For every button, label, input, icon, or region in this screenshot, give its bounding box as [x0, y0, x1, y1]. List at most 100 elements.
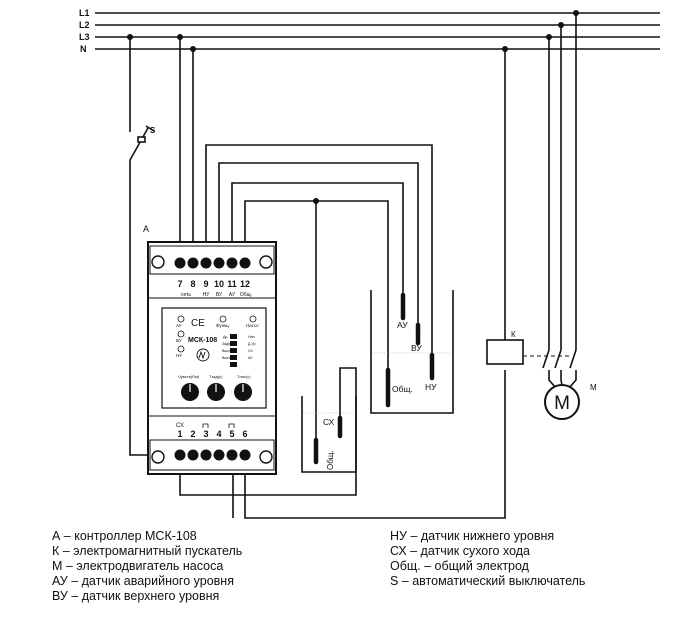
terminal-screw-icon [187, 449, 199, 461]
legend-item: А – контроллер МСК-108 [52, 529, 197, 543]
wire-t6-contactor [244, 370, 506, 519]
contactor-k: К [486, 330, 577, 369]
motor-label: М [590, 383, 597, 392]
legend-left: А – контроллер МСК-108 К – электромагнит… [52, 529, 242, 604]
switch-contact [145, 125, 155, 132]
wire-motor-in-3 [568, 370, 577, 389]
tank-large-wall [370, 290, 454, 414]
label-n: N [80, 44, 87, 54]
wire-t9-nu [205, 144, 433, 368]
legend-item: СХ – датчик сухого хода [390, 544, 530, 558]
wire-t10-vu [218, 162, 419, 340]
legend-item: АУ – датчик аварийного уровня [52, 574, 234, 588]
wire-motor-in-2 [560, 370, 563, 386]
label-l3: L3 [79, 32, 90, 42]
switch-actuator [137, 136, 146, 143]
dip-labels: Др. Д.Ур. СХ АУ Нап Задн Выкл Выкл [222, 335, 257, 360]
terminal-screw-icon [226, 449, 238, 461]
pump-label: Насос [246, 323, 260, 328]
terminal-number: 10 [214, 279, 224, 289]
terminal-number: 8 [190, 279, 195, 289]
bottom-header: СХ [176, 423, 184, 429]
terminal-name: НУ [203, 292, 211, 298]
dip-label: Др. [223, 335, 228, 339]
terminal-screw-icon [226, 257, 238, 269]
contactor-label: К [511, 330, 516, 339]
status-leds [177, 315, 257, 353]
terminal-number: 6 [242, 429, 247, 439]
terminal-number: 11 [227, 279, 237, 289]
knob-label: Тнас(с) [237, 374, 251, 379]
led-labels: АУ ВУ НУ Функц. Насос [176, 323, 260, 358]
terminal-screw-icon [200, 257, 212, 269]
knob-label: Тзад(с) [209, 374, 223, 379]
legend-item: ВУ – датчик верхнего уровня [52, 589, 220, 603]
contactor-coil-icon [486, 339, 524, 365]
legend-right: НУ – датчик нижнего уровня СХ – датчик с… [390, 529, 585, 589]
dip-label: Выкл [222, 349, 231, 353]
controller-label: A [143, 224, 149, 234]
label-au: АУ [397, 320, 408, 330]
terminal-screw-icon [174, 257, 186, 269]
wiring-diagram: L1 L2 L3 N [79, 8, 660, 519]
tank-large: АУ ВУ Общ. НУ [370, 290, 454, 414]
wire-motor-in-1 [548, 370, 557, 389]
dip-label: Выкл [222, 356, 231, 360]
label-nu: НУ [425, 382, 437, 392]
controller-bottom-block [149, 439, 275, 471]
terminal-number: 5 [229, 429, 234, 439]
terminal-screw-icon [239, 449, 251, 461]
legend-item: К – электромагнитный пускатель [52, 544, 243, 558]
label-common: Общ. [392, 384, 413, 394]
top-terminals [174, 257, 251, 269]
led-label: НУ [176, 353, 182, 358]
switch-s [129, 125, 155, 161]
dip-switches [230, 334, 237, 367]
motor-icon [544, 384, 580, 420]
terminal-screw-icon [213, 449, 225, 461]
motor: M М [544, 383, 597, 420]
terminal-screw-icon [200, 449, 212, 461]
legend-item: НУ – датчик нижнего уровня [390, 529, 555, 543]
terminal-name: АУ [229, 292, 236, 298]
power-bus [95, 12, 660, 50]
switch-label: S [150, 126, 156, 135]
legend-item: S – автоматический выключатель [390, 574, 586, 588]
led-nu-icon [177, 345, 185, 353]
legend-item: Общ. – общий электрод [390, 559, 529, 573]
led-func-icon [219, 315, 227, 323]
terminal-number: 2 [190, 429, 195, 439]
motor-symbol: M [554, 393, 570, 414]
terminal-screw-icon [213, 257, 225, 269]
label-l2: L2 [79, 20, 90, 30]
tank-small: СХ Общ. [301, 396, 357, 473]
terminal-number: 4 [216, 429, 221, 439]
knob-label: Чувств(Ом) [178, 374, 200, 379]
relay-contact-symbols [202, 423, 235, 428]
mount-screw-icon [259, 255, 273, 269]
terminal-number: 1 [177, 429, 182, 439]
wire-t11-au [231, 182, 404, 310]
dip-label: Задн [222, 342, 230, 346]
terminal-number: 9 [203, 279, 208, 289]
controller-top-block [149, 245, 275, 275]
dip-label: Д.Ур. [248, 342, 257, 346]
led-label: ВУ [176, 338, 182, 343]
func-label: Функц. [216, 323, 230, 328]
mount-screw-icon [151, 255, 165, 269]
controller-mck108: 7 8 9 10 11 12 сеть НУ ВУ АУ Общ. АУ ВУ … [147, 241, 277, 475]
wires [129, 13, 577, 519]
bottom-terminal-numbers: 1 2 3 4 5 6 [177, 429, 247, 439]
terminal-name: сеть [181, 292, 191, 298]
terminal-number: 3 [203, 429, 208, 439]
terminal-screw-icon [174, 449, 186, 461]
terminal-name: ВУ [216, 292, 223, 298]
label-sx: СХ [323, 417, 335, 427]
knob-labels: Чувств(Ом) Тзад(с) Тнас(с) [178, 374, 251, 379]
terminal-screw-icon [187, 257, 199, 269]
bottom-terminals [174, 449, 251, 461]
tank-small-wall [301, 396, 357, 473]
dip-label: СХ [248, 349, 253, 353]
terminal-number: 12 [240, 279, 250, 289]
label-l1: L1 [79, 8, 90, 18]
